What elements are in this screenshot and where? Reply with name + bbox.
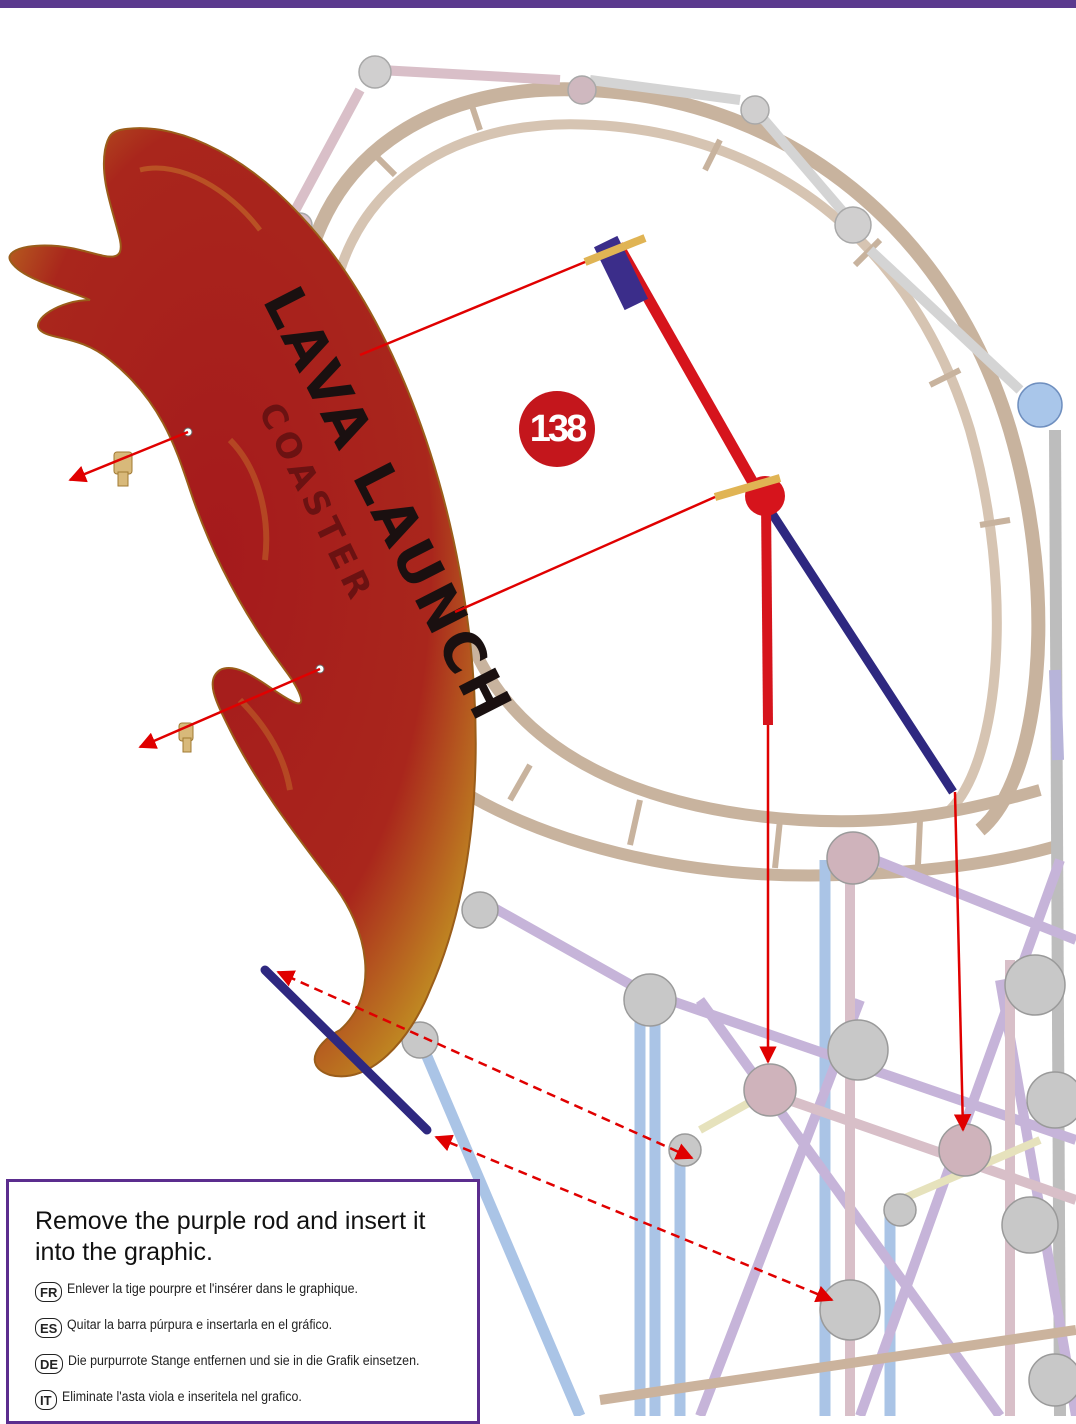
instruction-es: ES Quitar la barra púrpura e insertarla … bbox=[35, 1318, 459, 1338]
lava-launch-sign: LAVA LAUNCH COASTER bbox=[8, 127, 525, 1078]
step-number: 138 bbox=[529, 407, 587, 450]
instruction-text-fr: Enlever la tige pourpre et l'insérer dan… bbox=[67, 1281, 359, 1296]
loose-connectors bbox=[113, 451, 194, 753]
lang-badge-es: ES bbox=[35, 1318, 63, 1338]
rod-assembly bbox=[583, 234, 957, 795]
instruction-main: Remove the purple rod and insert it into… bbox=[35, 1207, 426, 1266]
step-number-badge: 138 bbox=[519, 391, 595, 467]
instruction-de: DE Die purpurrote Stange entfernen und s… bbox=[35, 1354, 459, 1374]
instruction-it: IT Eliminate l'asta viola e inseritela n… bbox=[35, 1390, 459, 1410]
instruction-fr: FR Enlever la tige pourpre et l'insérer … bbox=[35, 1282, 459, 1302]
instruction-box: Remove the purple rod and insert it into… bbox=[6, 1179, 480, 1424]
lang-badge-it: IT bbox=[35, 1390, 57, 1410]
lang-badge-de: DE bbox=[35, 1354, 64, 1374]
lang-badge-fr: FR bbox=[35, 1282, 63, 1302]
header-bar bbox=[0, 0, 1076, 8]
coaster-illustration: LAVA LAUNCH COASTER bbox=[8, 55, 1076, 1416]
instruction-text-es: Quitar la barra púrpura e insertarla en … bbox=[67, 1317, 333, 1332]
instruction-text-de: Die purpurrote Stange entfernen und sie … bbox=[68, 1353, 420, 1368]
instruction-text-it: Eliminate l'asta viola e inseritela nel … bbox=[61, 1389, 302, 1404]
guide-lines bbox=[68, 260, 972, 1303]
